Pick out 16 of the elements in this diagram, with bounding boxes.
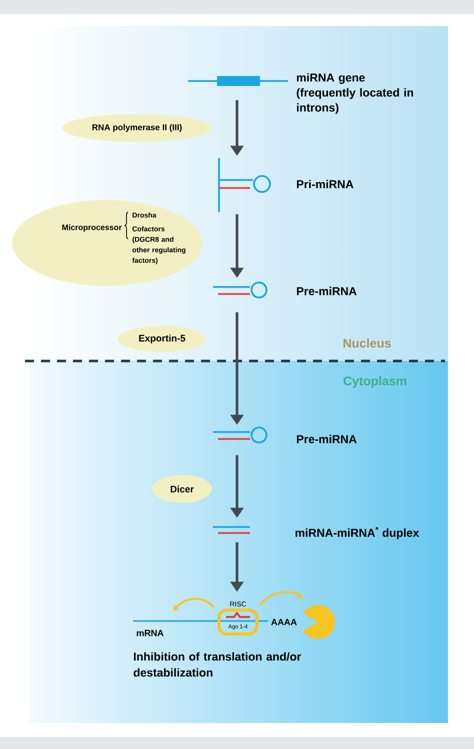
caption-text: Inhibition of translation and/or destabilization (134, 652, 302, 677)
node-label: Pre-miRNA (296, 434, 357, 444)
node-label: Pre-miRNA (296, 286, 357, 296)
duplex-drawing (213, 526, 250, 534)
hairpin-drawing (213, 426, 268, 444)
gene-drawing (188, 76, 288, 86)
compartment-label: Cytoplasm (344, 376, 406, 388)
node-label: miRNA-miRNA$^{*}$ duplex (296, 526, 420, 540)
node-label: miRNA gene (frequently located in introns) (296, 73, 414, 114)
part-label: AAAA (271, 618, 297, 626)
hairpin-drawing (213, 282, 268, 298)
pri-mirna-drawing (218, 158, 271, 212)
part-label: mRNA (136, 630, 164, 636)
compartment-label: Nucleus (344, 338, 391, 348)
risc-drawing (133, 591, 335, 639)
node-label: Pri-miRNA (296, 180, 354, 188)
